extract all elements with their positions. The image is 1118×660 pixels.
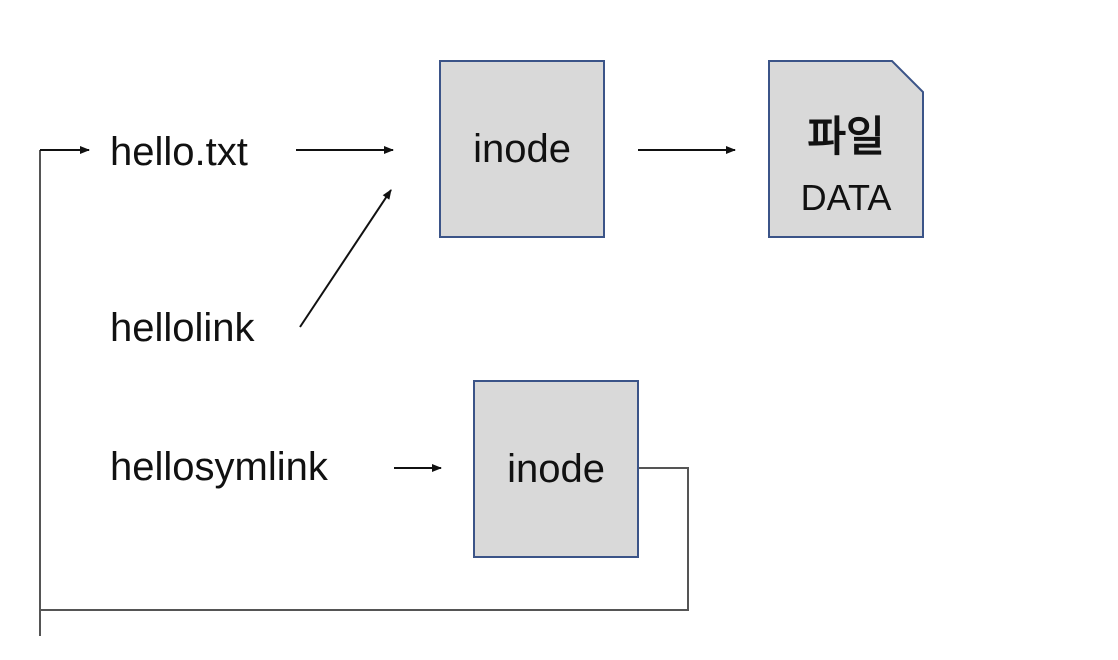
file-title: 파일 [807, 112, 885, 161]
file-data-document: 파일 DATA [768, 60, 924, 238]
inode-label: inode [473, 127, 571, 171]
inode-label: inode [507, 447, 605, 491]
hellosymlink-label: hellosymlink [110, 445, 328, 489]
arrow-hellolink-to-inode [299, 189, 392, 328]
loop-back-connector [39, 467, 689, 636]
file-subtitle: DATA [800, 177, 892, 218]
inode-box-hardlink: inode [439, 60, 605, 238]
document-icon [768, 60, 924, 238]
hello-txt-label: hello.txt [110, 130, 248, 174]
inode-box-symlink: inode [473, 380, 639, 558]
hellolink-label: hellolink [110, 306, 255, 350]
